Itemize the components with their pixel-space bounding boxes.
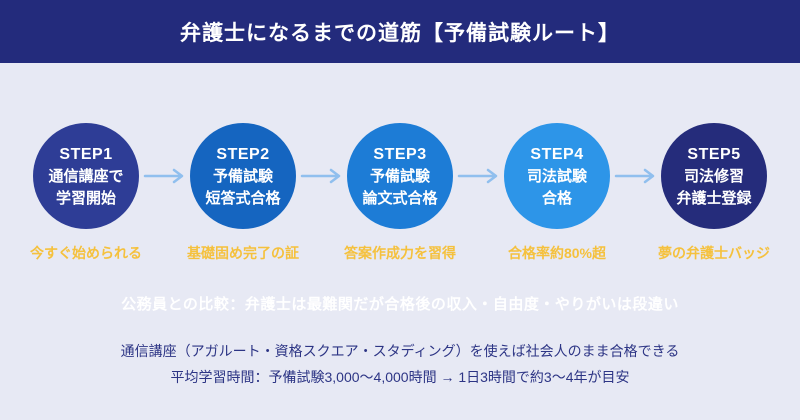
step-1-caption: 今すぐ始められる [30, 245, 142, 261]
comparison-note: 公務員との比較：弁護士は最難関だが合格後の収入・自由度・やりがいは段違い [121, 296, 679, 313]
arrow-right-icon [610, 168, 661, 184]
step-1-line1: 通信講座で [48, 167, 124, 185]
arrow-right-icon [296, 168, 347, 184]
step-4-circle: STEP4 司法試験 合格 [504, 123, 610, 229]
step-4-label: STEP4 [530, 145, 584, 163]
step-3-line1: 予備試験 [369, 167, 430, 185]
step-5-caption: 夢の弁護士バッジ [658, 245, 770, 261]
step-4-caption: 合格率約80%超 [507, 245, 607, 261]
step-3-circle: STEP3 予備試験 論文式合格 [347, 123, 453, 229]
step-1-circle: STEP1 通信講座で 学習開始 [33, 123, 139, 229]
step-2-circle: STEP2 予備試験 短答式合格 [190, 123, 296, 229]
info-block: 通信講座（アガルート・資格スクエア・スタディング）を使えば社会人のまま合格できる… [0, 338, 800, 390]
step-2-line1: 予備試験 [212, 167, 273, 185]
step-1-line2: 学習開始 [55, 189, 116, 207]
page-title: 弁護士になるまでの道筋【予備試験ルート】 [180, 21, 620, 45]
step-1: STEP1 通信講座で 学習開始 今すぐ始められる [30, 123, 142, 263]
step-3-label: STEP3 [373, 145, 427, 163]
step-3-caption: 答案作成力を習得 [344, 245, 456, 261]
step-5-line1: 司法修習 [683, 167, 744, 185]
step-2-label: STEP2 [216, 145, 270, 163]
info-line-courses: 通信講座（アガルート・資格スクエア・スタディング）を使えば社会人のまま合格できる [120, 343, 680, 359]
header-bar: 弁護士になるまでの道筋【予備試験ルート】 [0, 0, 800, 63]
step-5-circle: STEP5 司法修習 弁護士登録 [661, 123, 767, 229]
step-2-caption: 基礎固め完了の証 [187, 245, 299, 261]
step-5-line2: 弁護士登録 [676, 189, 752, 207]
step-2-line2: 短答式合格 [205, 189, 281, 207]
step-2: STEP2 予備試験 短答式合格 基礎固め完了の証 [187, 123, 299, 263]
step-1-label: STEP1 [59, 145, 113, 163]
step-4-line2: 合格 [541, 189, 572, 207]
arrow-right-icon [139, 168, 190, 184]
step-5-label: STEP5 [687, 145, 741, 163]
step-4-line1: 司法試験 [526, 167, 587, 185]
steps-row: STEP1 通信講座で 学習開始 今すぐ始められる STEP2 予備試験 短答式… [0, 123, 800, 263]
step-5: STEP5 司法修習 弁護士登録 夢の弁護士バッジ [658, 123, 770, 263]
step-3: STEP3 予備試験 論文式合格 答案作成力を習得 [344, 123, 456, 263]
arrow-right-icon [453, 168, 504, 184]
info-line-study-hours: 平均学習時間：予備試験3,000〜4,000時間 → 1日3時間で約3〜4年が目… [170, 369, 630, 385]
step-3-line2: 論文式合格 [362, 189, 438, 207]
step-4: STEP4 司法試験 合格 合格率約80%超 [504, 123, 610, 263]
